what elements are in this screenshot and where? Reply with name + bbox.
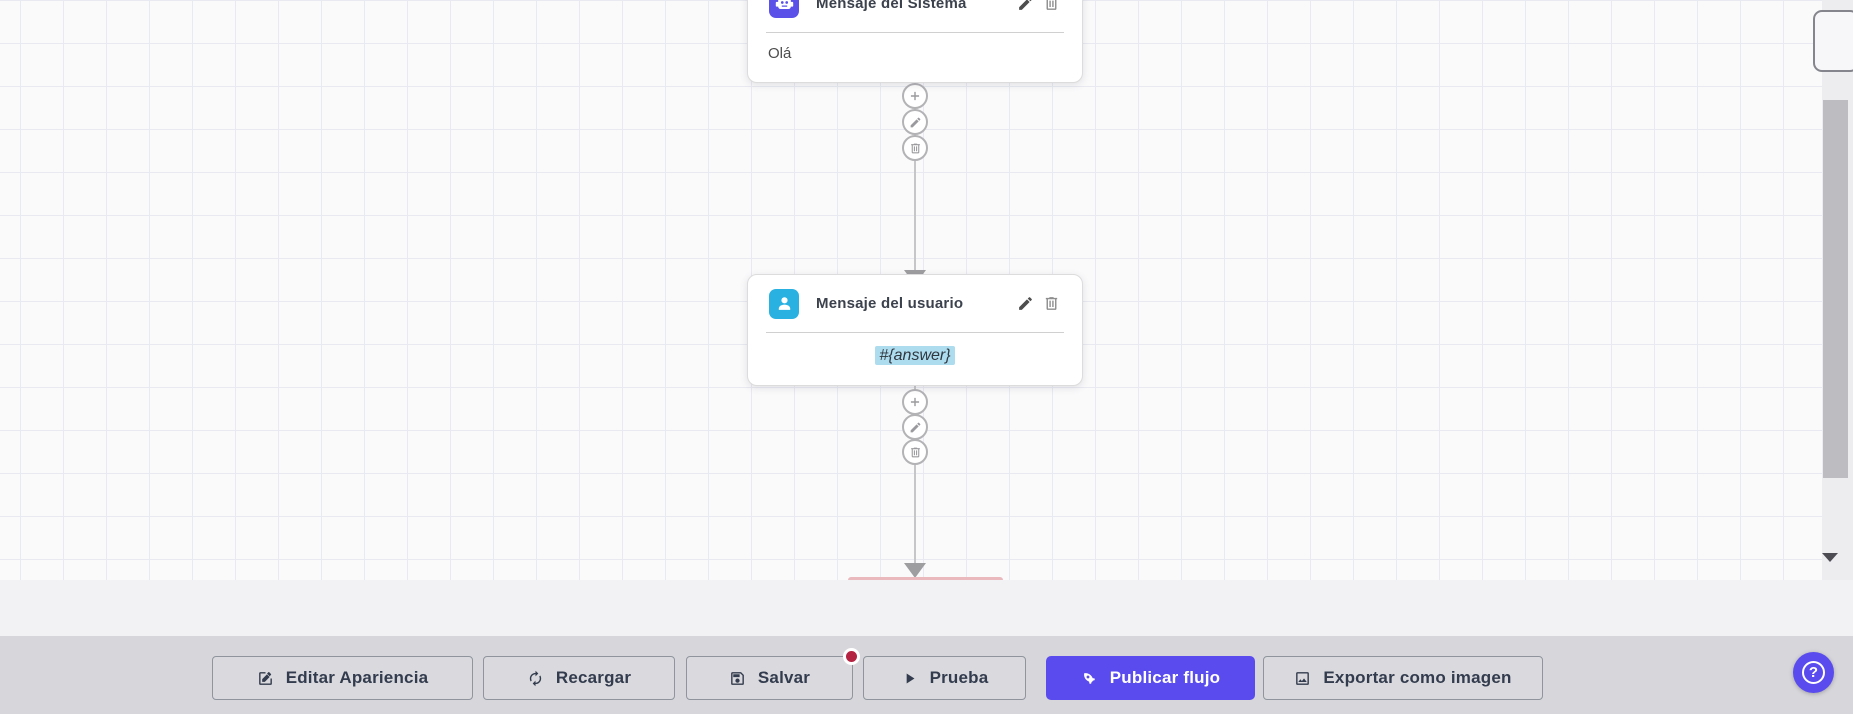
robot-icon xyxy=(769,0,799,18)
node-header: Mensaje del usuario xyxy=(748,275,1082,332)
rocket-icon xyxy=(1083,672,1095,684)
node-user-message[interactable]: Mensaje del usuario #{answer} xyxy=(747,274,1083,386)
connector-line xyxy=(914,80,916,272)
node-title: Mensaje del Sistema xyxy=(816,0,967,12)
trash-icon xyxy=(910,447,920,457)
button-label: Publicar flujo xyxy=(1109,668,1221,687)
edit-appearance-button[interactable]: Editar Apariencia xyxy=(212,656,473,700)
export-image-button[interactable]: Exportar como imagen xyxy=(1263,656,1543,700)
connector-line xyxy=(914,386,916,566)
node-system-message[interactable]: Mensaje del Sistema Olá xyxy=(747,0,1083,83)
plus-icon xyxy=(910,91,920,101)
pencil-icon xyxy=(910,117,920,127)
button-label: Exportar como imagen xyxy=(1323,668,1512,687)
node-content: Olá xyxy=(768,45,792,62)
edit-connector-button[interactable] xyxy=(902,414,928,440)
play-icon xyxy=(906,673,915,683)
scroll-down-arrow-icon[interactable] xyxy=(1822,553,1838,562)
flow-canvas[interactable]: Mensaje del Sistema Olá Mensaje del usua… xyxy=(0,0,1822,580)
scrollbar-thumb[interactable] xyxy=(1823,100,1848,478)
pencil-icon xyxy=(910,422,920,432)
delete-node-icon[interactable] xyxy=(1043,0,1060,12)
image-icon xyxy=(1296,671,1310,685)
test-button[interactable]: Prueba xyxy=(863,656,1026,700)
delete-connector-button[interactable] xyxy=(902,135,928,161)
divider xyxy=(766,32,1064,33)
save-icon xyxy=(731,671,744,685)
variable-token[interactable]: #{answer} xyxy=(875,346,955,365)
bottom-toolbar: Editar Apariencia Recargar Salvar Prueba… xyxy=(0,636,1853,714)
minimap-panel[interactable] xyxy=(1813,10,1853,72)
node-content: #{answer} xyxy=(748,333,1082,379)
edit-node-icon[interactable] xyxy=(1017,295,1034,312)
reload-button[interactable]: Recargar xyxy=(483,656,675,700)
delete-connector-button[interactable] xyxy=(902,439,928,465)
button-label: Editar Apariencia xyxy=(285,668,429,687)
plus-icon xyxy=(910,397,920,407)
add-node-button[interactable] xyxy=(902,389,928,415)
node-title: Mensaje del usuario xyxy=(816,295,964,312)
save-button[interactable]: Salvar xyxy=(686,648,860,700)
button-label: Recargar xyxy=(555,668,632,687)
unsaved-changes-badge xyxy=(843,648,860,665)
delete-node-icon[interactable] xyxy=(1043,295,1060,312)
canvas-footer-band xyxy=(0,580,1853,636)
refresh-icon xyxy=(529,670,542,686)
edit-square-icon xyxy=(258,671,272,685)
button-label: Salvar xyxy=(757,668,811,687)
trash-icon xyxy=(910,143,920,153)
toolbar-buttons: Editar Apariencia Recargar Salvar Prueba… xyxy=(212,648,1543,700)
divider xyxy=(766,332,1064,333)
user-icon xyxy=(769,288,799,319)
node-header: Mensaje del Sistema xyxy=(748,0,1082,32)
edit-connector-button[interactable] xyxy=(902,109,928,135)
next-node-top-edge xyxy=(848,577,1003,580)
publish-flow-button[interactable]: Publicar flujo xyxy=(1046,656,1255,700)
button-label: Prueba xyxy=(929,668,989,687)
help-button[interactable]: ? xyxy=(1793,652,1834,693)
connector-arrow-down-icon xyxy=(904,563,926,578)
question-mark-icon: ? xyxy=(1802,661,1825,684)
edit-node-icon[interactable] xyxy=(1017,0,1034,12)
add-node-button[interactable] xyxy=(902,83,928,109)
